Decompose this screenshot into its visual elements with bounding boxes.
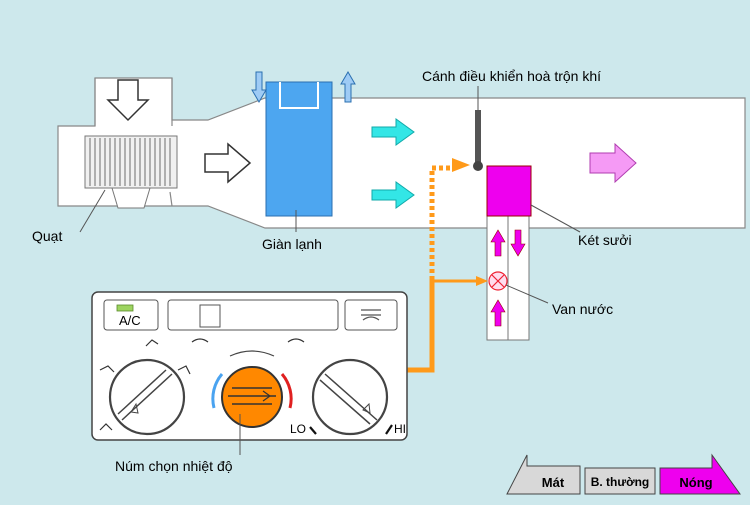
vent-feet-icon — [177, 365, 191, 375]
temperature-knob[interactable] — [221, 366, 283, 428]
water-down-arrow-icon — [510, 229, 526, 257]
water-up-arrow-icon — [490, 229, 506, 257]
mix-damper — [473, 110, 483, 171]
vent-floor-icon — [99, 423, 113, 431]
cold-air-arrow-icon — [371, 181, 415, 209]
hot-button[interactable]: Nóng — [679, 474, 713, 490]
evaporator-label: Giàn lạnh — [262, 236, 322, 252]
fan — [84, 135, 178, 209]
heater-core — [486, 165, 532, 217]
mode-knob[interactable] — [108, 358, 186, 436]
water-valve-label: Van nước — [552, 301, 614, 317]
normal-button[interactable]: B. thường — [590, 475, 650, 489]
refrigerant-in-arrow-icon — [251, 71, 267, 103]
hot-button-shape — [659, 453, 741, 495]
heater-core-label: Két sưởi — [578, 232, 632, 248]
cold-air-arrow-icon — [371, 118, 415, 146]
normal-button-shape — [584, 467, 656, 495]
recirc-icon — [191, 338, 209, 343]
refrigerant-out-arrow-icon — [340, 71, 356, 103]
hi-label: HI — [394, 422, 406, 436]
fan-speed-knob[interactable] — [311, 358, 389, 436]
mix-damper-label: Cánh điều khiển hoà trộn khí — [422, 68, 602, 84]
temp-scale-hot — [280, 373, 293, 409]
ac-indicator — [116, 304, 134, 312]
cable-arrow-icon — [476, 276, 488, 286]
cool-button-shape — [506, 454, 581, 495]
lo-label: LO — [290, 422, 307, 436]
fan-slider[interactable] — [167, 299, 339, 331]
air-duct — [57, 77, 746, 229]
fresh-air-icon — [287, 338, 305, 343]
cool-button[interactable]: Mát — [541, 474, 565, 490]
vent-bilevel-icon — [145, 339, 159, 347]
fan-label: Quạt — [32, 228, 63, 244]
temp-knob-label: Núm chọn nhiệt độ — [115, 458, 233, 474]
warm-air-arrow-icon — [589, 142, 637, 184]
water-valve — [488, 271, 508, 291]
water-up-arrow-icon — [490, 299, 506, 327]
cable-arrow-icon — [452, 158, 470, 172]
intake-arrow-icon — [106, 79, 150, 122]
ac-label: A/C — [119, 313, 141, 328]
evaporator — [265, 81, 333, 217]
control-cable — [405, 280, 435, 373]
flow-arrow-icon — [204, 142, 252, 184]
vent-face-icon — [99, 365, 115, 373]
defrost-icon — [361, 309, 381, 321]
temp-scale-cold — [211, 373, 224, 409]
